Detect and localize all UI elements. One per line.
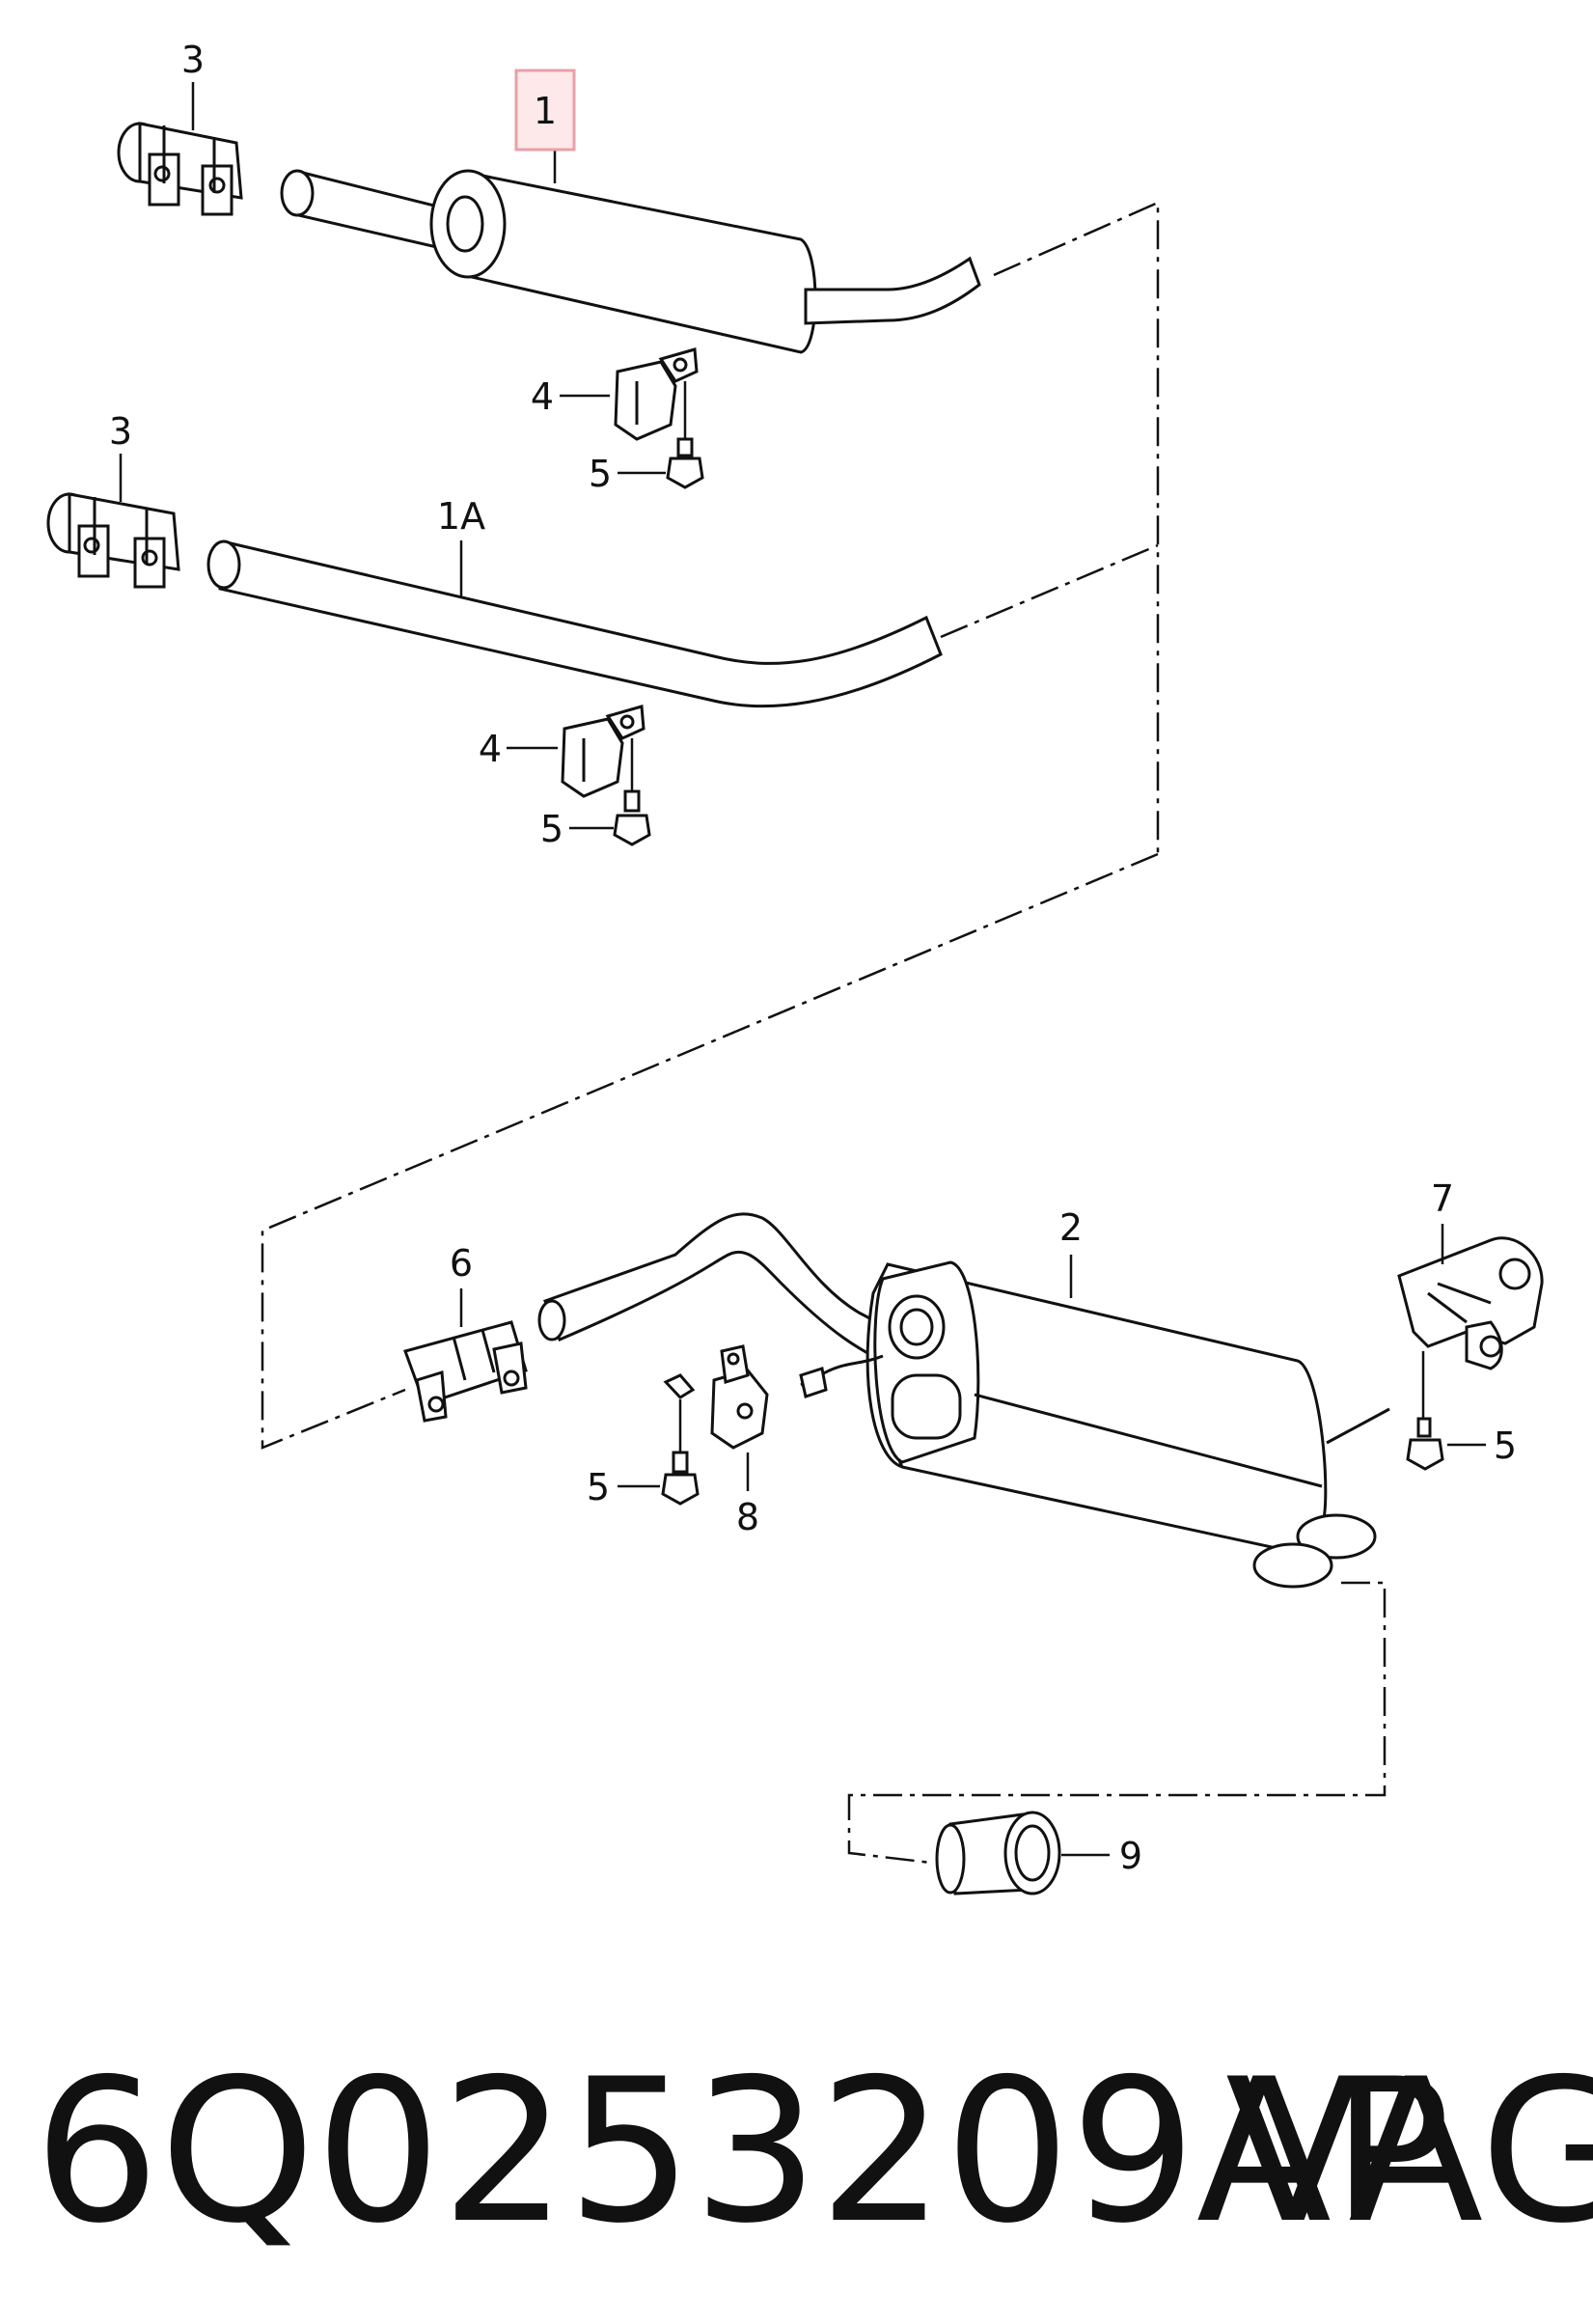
callout-4-top: 4: [531, 375, 554, 418]
callout-5-lower: 5: [587, 1466, 610, 1508]
hanger-part-4-second: [561, 705, 645, 798]
callout-1-highlight: [514, 69, 576, 152]
callout-5-right: 5: [1494, 1425, 1517, 1467]
callout-7: 7: [1431, 1177, 1454, 1220]
bolt-part-5-top: [666, 437, 704, 489]
bolt-part-5-right: [1406, 1417, 1444, 1471]
callout-6: 6: [450, 1242, 473, 1285]
footer: 6Q0253209AP VAG: [0, 2007, 1593, 2297]
callout-5-top: 5: [589, 453, 612, 495]
part-number: 6Q0253209AP: [34, 2037, 1451, 2267]
brand: VAG: [1225, 2037, 1593, 2267]
hanger-part-4-top: [614, 347, 699, 441]
rear-silencer-part-2: [537, 1212, 1390, 1589]
callout-4-second: 4: [479, 728, 502, 770]
clamp-part-6: [403, 1320, 528, 1423]
clamp-part-3-second: [46, 492, 180, 589]
callout-2: 2: [1059, 1206, 1083, 1249]
callout-3-second: 3: [109, 410, 132, 453]
bolt-part-5-second: [613, 789, 651, 846]
bracket-part-7: [1397, 1236, 1544, 1370]
assembly-lines: [261, 201, 1387, 1865]
tailpipe-trim-part-9: [935, 1811, 1061, 1895]
bolt-part-5-lower: [661, 1451, 700, 1506]
callout-8: 8: [736, 1496, 759, 1538]
pipe-part-1A: [206, 540, 943, 708]
callout-9: 9: [1119, 1835, 1142, 1877]
callout-1A: 1A: [437, 495, 485, 538]
centre-silencer-part-1: [280, 169, 981, 354]
clamp-part-3-top: [117, 122, 243, 216]
callout-5-second: 5: [540, 808, 563, 850]
callout-1: 1: [534, 90, 557, 132]
callout-3-top: 3: [181, 39, 205, 81]
hanger-part-8: [663, 1344, 769, 1450]
